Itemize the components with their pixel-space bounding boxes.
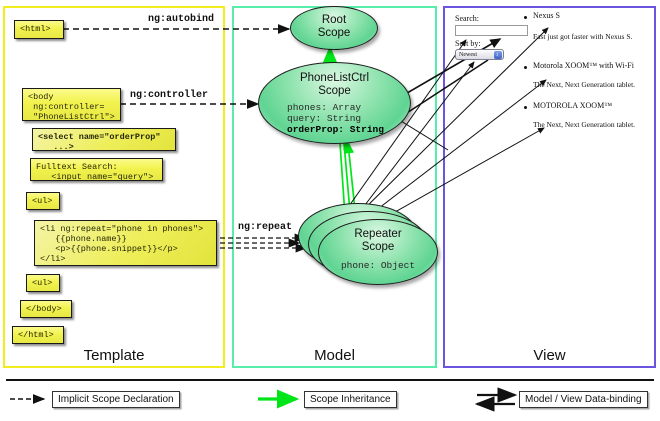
scope-phonelistctrl: PhoneListCtrl Scope phones: Array query:… — [258, 62, 411, 144]
phone-desc-2: The Next, Next Generation tablet. — [533, 120, 636, 129]
list-bullet — [524, 106, 527, 109]
scope-phonelistctrl-title-line2: Scope — [318, 85, 351, 97]
scope-root-title-line2: Scope — [317, 27, 351, 39]
search-label: Search: — [455, 14, 479, 23]
sort-label: Sort by: — [455, 39, 481, 48]
scope-prop-phones: phones: Array — [287, 102, 362, 113]
sort-select-value: Newest — [459, 52, 477, 58]
phone-title-0: Nexus S — [533, 11, 560, 20]
code-box-body-close: </body> — [20, 300, 72, 318]
panel-template-label: Template — [83, 347, 145, 364]
code-box-ul-open: <ul> — [26, 192, 60, 210]
code-box-ul-close: <ul> — [26, 274, 60, 292]
code-box-li-ngrepeat: <li ng:repeat="phone in phones"> {{phone… — [34, 220, 217, 266]
legend-item-scope-inheritance: Scope Inheritance — [304, 391, 397, 408]
phone-desc-1: The Next, Next Generation tablet. — [533, 80, 636, 89]
connector-label-controller: ng:controller — [130, 90, 209, 101]
legend-divider — [6, 379, 654, 381]
connector-label-autobind: ng:autobind — [148, 14, 215, 25]
scope-prop-orderprop: orderProp: String — [287, 124, 384, 135]
legend-item-model-view-data-binding: Model / View Data-binding — [519, 391, 648, 408]
code-box-fulltext-search: Fulltext Search: <input name="query"> — [30, 158, 163, 182]
panel-view-label: View — [533, 347, 566, 364]
scope-phonelistctrl-title-line1: PhoneListCtrl — [299, 72, 370, 84]
phone-title-1: Motorola XOOM™ with Wi-Fi — [533, 61, 634, 70]
connector-label-repeat: ng:repeat — [238, 222, 293, 233]
scope-repeater-title-line1: Repeater — [354, 228, 402, 240]
code-box-select-orderprop: <select name="orderProp" ...> — [32, 128, 176, 152]
phone-title-2: MOTOROLA XOOM™ — [533, 101, 613, 110]
chevron-updown-icon — [494, 50, 502, 60]
phone-desc-0: Fast just got faster with Nexus S. — [533, 32, 633, 41]
scope-root: Root Scope — [290, 6, 378, 50]
scope-prop-query: query: String — [287, 113, 362, 124]
scope-repeater: Repeater Scope phone: Object — [318, 219, 438, 285]
list-bullet — [524, 66, 527, 69]
code-box-html-open: <html> — [14, 20, 64, 39]
code-box-body-controller: <body ng:controller= "PhoneListCtrl"> — [22, 88, 121, 122]
panel-model: Model — [232, 6, 437, 368]
scope-root-title-line1: Root — [321, 14, 347, 26]
panel-model-label: Model — [314, 347, 355, 364]
scope-repeater-title-line2: Scope — [361, 241, 395, 253]
scope-prop-phone: phone: Object — [340, 260, 416, 271]
legend-item-implicit-scope-declaration: Implicit Scope Declaration — [52, 391, 180, 408]
list-bullet — [524, 16, 527, 19]
search-input[interactable] — [455, 25, 528, 36]
sort-select[interactable]: Newest — [455, 49, 504, 60]
code-box-html-close: </html> — [12, 326, 64, 344]
